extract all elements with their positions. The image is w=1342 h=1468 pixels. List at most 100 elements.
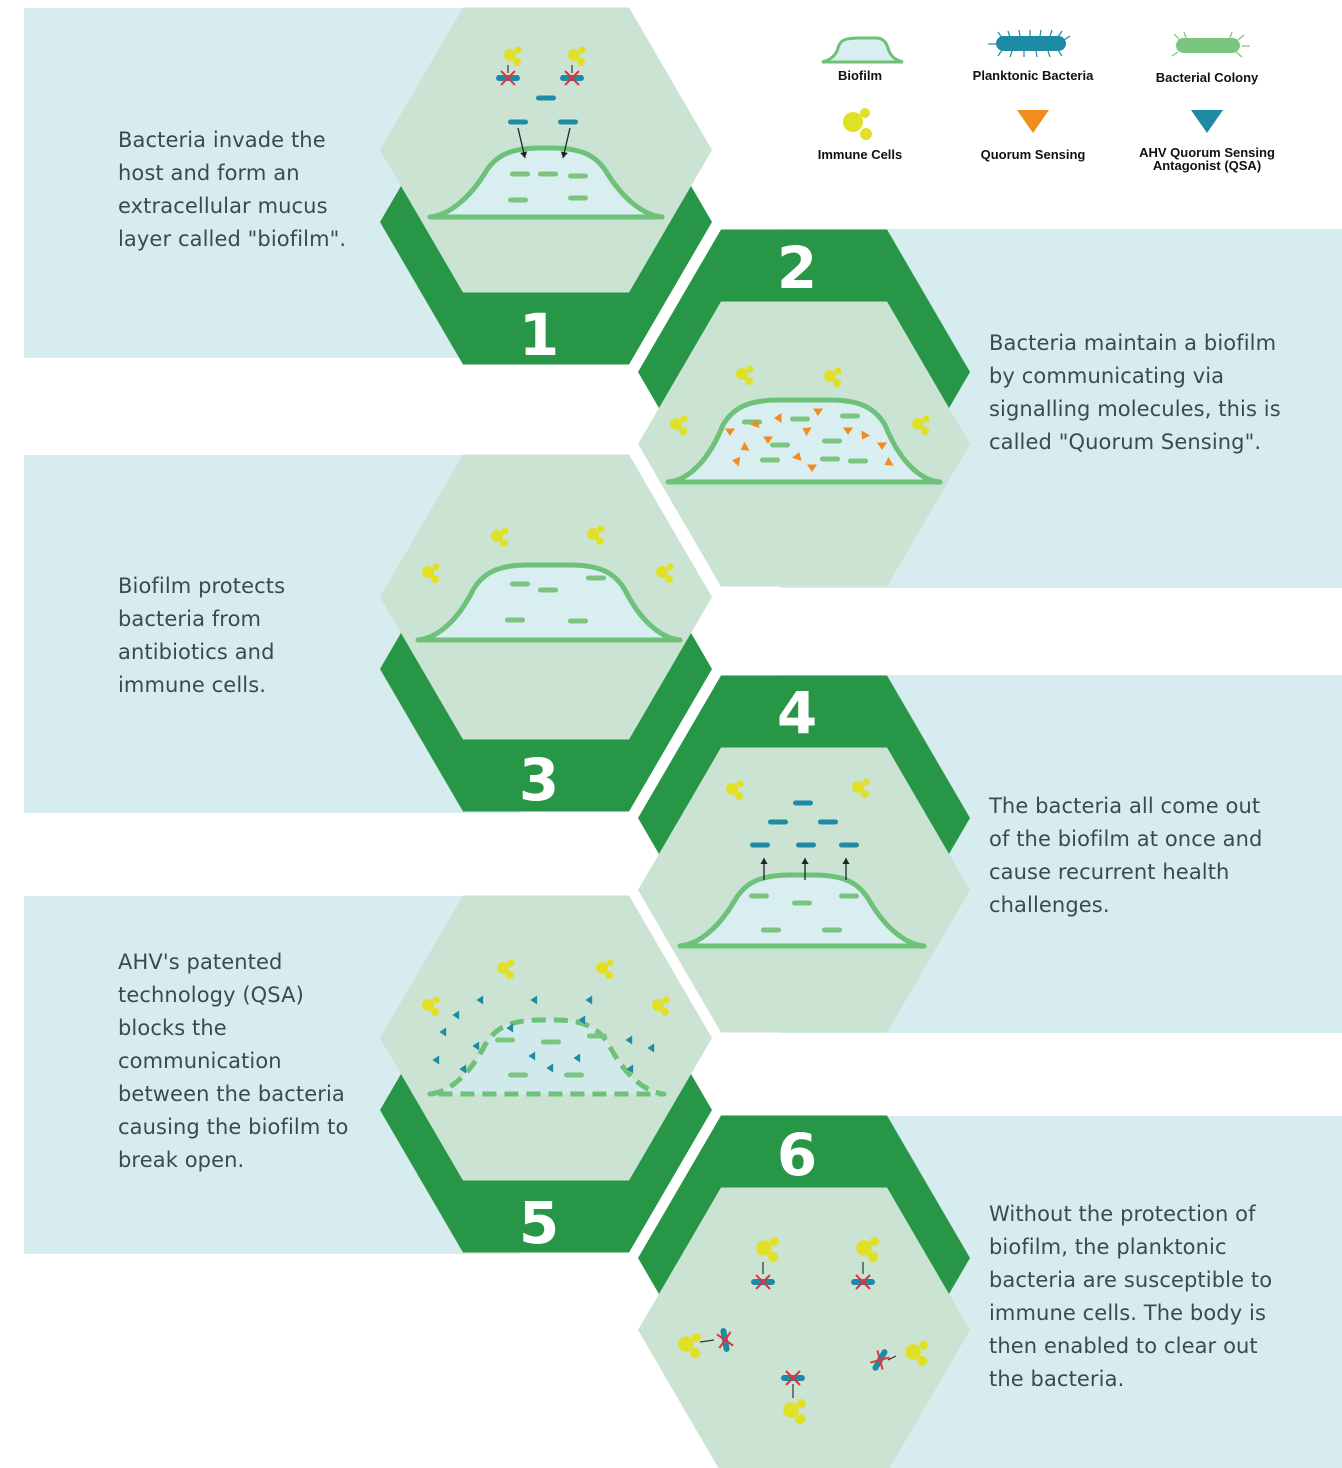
biofilm <box>677 872 927 949</box>
legend-immune-label: Immune Cells <box>818 147 903 162</box>
quorum-sensing-signal <box>774 413 782 423</box>
broken-biofilm <box>427 1017 667 1097</box>
step-6-illustration <box>678 1236 928 1425</box>
immune-cell-icon <box>652 996 670 1016</box>
qsa-signal <box>506 1023 514 1033</box>
immune-cell-icon <box>504 46 522 66</box>
legend-biofilm-label: Biofilm <box>838 68 882 83</box>
arrow-icon <box>517 127 528 159</box>
qsa-signal <box>585 995 593 1005</box>
arrow-icon <box>842 858 850 880</box>
colony-bacteria <box>505 617 525 623</box>
immune-cell-icon <box>587 525 605 545</box>
quorum-sensing-signal <box>732 456 741 467</box>
qsa-signal <box>647 1043 655 1053</box>
planktonic-bacteria <box>818 819 838 825</box>
planktonic-bacteria <box>508 119 528 125</box>
arrow-icon <box>801 858 809 880</box>
step-5-number: 5 <box>519 1189 559 1257</box>
colony-bacteria <box>568 173 588 179</box>
colony-bacteria <box>508 197 528 203</box>
legend: Biofilm Planktonic Bacteria <box>818 29 1275 173</box>
colony-bacteria <box>792 900 812 906</box>
legend-qsa-label-line2: Antagonist (QSA) <box>1153 158 1261 173</box>
qsa-signal <box>472 1041 480 1051</box>
quorum-sensing-signal <box>802 427 812 437</box>
planktonic-bacteria <box>558 119 578 125</box>
colony-bacteria <box>538 171 558 177</box>
legend-quorum-label: Quorum Sensing <box>981 147 1086 162</box>
quorum-sensing-signal <box>807 464 817 472</box>
colony-bacteria <box>822 927 842 933</box>
colony-bacteria <box>840 413 860 419</box>
step-3-number: 3 <box>519 746 559 814</box>
step-2-illustration <box>665 365 943 485</box>
killed-bacteria-icon <box>560 70 584 86</box>
colony-bacteria <box>820 456 840 462</box>
quorum-sensing-signal <box>725 428 735 436</box>
colony-bacteria <box>822 438 842 444</box>
quorum-sensing-signal <box>763 436 773 444</box>
qsa-signal <box>459 1064 467 1074</box>
immune-cell-icon <box>736 365 754 385</box>
colony-bacteria <box>839 893 859 899</box>
step-3-description: Biofilm protects bacteria from antibioti… <box>118 574 286 697</box>
immune-cell-icon <box>824 367 842 387</box>
legend-colony-icon <box>1171 31 1250 58</box>
colony-bacteria <box>495 1037 515 1043</box>
step-2-description: Bacteria maintain a biofilm by communica… <box>989 331 1281 454</box>
qsa-signal <box>452 1010 460 1020</box>
qsa-signal <box>530 995 538 1005</box>
step-6-hexagon: 6 <box>638 1115 970 1468</box>
planktonic-bacteria <box>768 819 788 825</box>
quorum-sensing-signal <box>843 427 853 435</box>
step-4-description: The bacteria all come out of the biofilm… <box>989 794 1263 917</box>
qsa-signal <box>432 1055 440 1065</box>
immune-cell-icon <box>783 1398 806 1425</box>
qsa-signal <box>626 1064 634 1074</box>
arrow-icon <box>560 127 571 159</box>
step-4-number: 4 <box>777 679 817 747</box>
legend-qsa-icon <box>1191 110 1223 133</box>
killed-bacteria-icon <box>851 1274 875 1290</box>
legend-planktonic-label: Planktonic Bacteria <box>973 68 1094 83</box>
immune-cell-icon <box>422 563 440 583</box>
colony-bacteria <box>770 442 790 448</box>
colony-bacteria <box>586 575 606 581</box>
quorum-sensing-signal <box>750 419 760 428</box>
planktonic-bacteria <box>536 95 556 101</box>
biofilm <box>427 145 665 220</box>
killed-bacteria-icon <box>870 1349 890 1371</box>
killed-bacteria-icon <box>716 1328 734 1352</box>
qsa-signal <box>546 1063 554 1073</box>
killed-bacteria-icon <box>781 1370 805 1386</box>
colony-bacteria <box>790 416 810 422</box>
colony-bacteria <box>538 587 558 593</box>
colony-bacteria <box>761 927 781 933</box>
colony-bacteria <box>568 195 588 201</box>
immune-cell-icon <box>656 563 674 583</box>
immune-cell-icon <box>852 778 870 798</box>
legend-colony-label: Bacterial Colony <box>1156 70 1259 85</box>
immune-cell-icon <box>596 959 614 979</box>
step-1-illustration <box>427 46 665 220</box>
immune-cell-icon <box>422 996 440 1016</box>
colony-bacteria <box>587 1033 607 1039</box>
planktonic-bacteria <box>750 842 770 848</box>
immune-cell-icon <box>856 1236 879 1263</box>
immune-cell-icon <box>726 780 744 800</box>
quorum-sensing-signal <box>740 441 750 451</box>
quorum-sensing-signal <box>813 408 823 416</box>
quorum-sensing-signal <box>861 430 871 440</box>
colony-bacteria <box>510 171 530 177</box>
immune-cell-icon <box>678 1332 701 1359</box>
step-6-description: Without the protection of biofilm, the p… <box>989 1202 1273 1391</box>
qsa-signal <box>625 1035 633 1045</box>
biofilm <box>415 562 683 643</box>
immune-cell-icon <box>756 1236 779 1263</box>
quorum-sensing-signal <box>877 442 887 450</box>
colony-bacteria <box>508 1072 528 1078</box>
step-1-number: 1 <box>519 301 559 369</box>
planktonic-bacteria <box>839 842 859 848</box>
